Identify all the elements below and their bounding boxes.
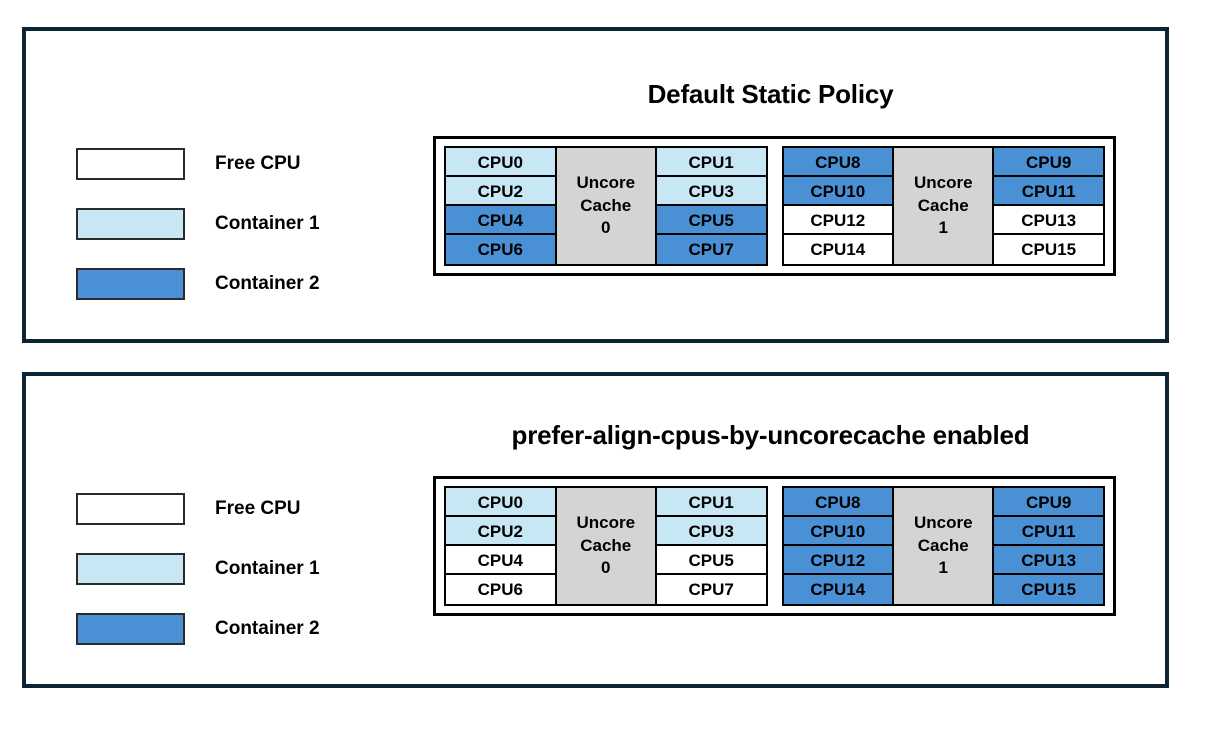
cpu-cell: CPU10 [783, 517, 893, 546]
uncore-cache-block: Uncore Cache 1 [892, 148, 995, 264]
legend-label-container-1: Container 1 [215, 213, 320, 234]
cpu-cell: CPU15 [994, 575, 1103, 604]
legend-swatch-container-1 [76, 208, 185, 240]
cpu-column-left: CPU0 CPU2 CPU4 CPU6 [446, 488, 555, 604]
legend-item-container-1: Container 1 [76, 539, 320, 599]
cpu-cell: CPU9 [994, 148, 1103, 177]
socket-uncore-cache-0: CPU0 CPU2 CPU4 CPU6 Uncore Cache 0 CPU1 … [444, 486, 768, 606]
panel-prefer-align-cpus-by-uncorecache: prefer-align-cpus-by-uncorecache enabled… [22, 372, 1169, 688]
legend-label-container-1: Container 1 [215, 558, 320, 579]
cpu-column-left: CPU8 CPU10 CPU12 CPU14 [783, 148, 893, 264]
cpu-cell: CPU12 [783, 546, 893, 575]
uncore-cache-index: 1 [938, 558, 948, 578]
cpu-cell: CPU15 [994, 235, 1103, 264]
legend-item-free-cpu: Free CPU [76, 134, 320, 194]
legend-item-free-cpu: Free CPU [76, 479, 320, 539]
legend-default-static-policy: Free CPU Container 1 Container 2 [76, 134, 320, 314]
cpu-cell: CPU11 [994, 517, 1103, 546]
uncore-cache-block: Uncore Cache 0 [554, 488, 657, 604]
uncore-cache-line: Cache [580, 535, 632, 555]
page-title: prefer-align-cpus-by-uncorecache enabled [511, 420, 1030, 450]
cpu-cell: CPU10 [783, 177, 893, 206]
cpu-cell: CPU1 [656, 148, 766, 177]
cpu-cell: CPU8 [783, 488, 893, 517]
cpu-cell: CPU7 [656, 575, 766, 604]
cpu-cell: CPU5 [656, 546, 766, 575]
cpu-cell: CPU1 [656, 488, 766, 517]
cpu-topology-diagram: CPU0 CPU2 CPU4 CPU6 Uncore Cache 0 CPU1 … [433, 136, 1116, 276]
cpu-cell: CPU8 [783, 148, 893, 177]
cpu-column-right: CPU1 CPU3 CPU5 CPU7 [656, 148, 766, 264]
cpu-cell: CPU14 [783, 575, 893, 604]
cpu-column-left: CPU0 CPU2 CPU4 CPU6 [446, 148, 555, 264]
cpu-topology-diagram: CPU0 CPU2 CPU4 CPU6 Uncore Cache 0 CPU1 … [433, 476, 1116, 616]
legend-swatch-free-cpu [76, 148, 185, 180]
legend-label-free-cpu: Free CPU [215, 153, 301, 174]
socket-uncore-cache-1: CPU8 CPU10 CPU12 CPU14 Uncore Cache 1 CP… [781, 146, 1105, 266]
legend-prefer-align-cpus-by-uncorecache: Free CPU Container 1 Container 2 [76, 479, 320, 659]
legend-item-container-2: Container 2 [76, 254, 320, 314]
legend-swatch-container-1 [76, 553, 185, 585]
cpu-cell: CPU0 [446, 148, 555, 177]
uncore-cache-block: Uncore Cache 1 [892, 488, 995, 604]
cpu-cell: CPU4 [446, 546, 555, 575]
cpu-column-right: CPU1 CPU3 CPU5 CPU7 [656, 488, 766, 604]
cpu-cell: CPU3 [656, 177, 766, 206]
panel-default-static-policy: Default Static Policy Free CPU Container… [22, 27, 1169, 343]
page-title: Default Static Policy [647, 79, 894, 109]
socket-list: CPU0 CPU2 CPU4 CPU6 Uncore Cache 0 CPU1 … [444, 486, 1105, 606]
uncore-cache-line: Cache [580, 195, 632, 215]
cpu-cell: CPU2 [446, 177, 555, 206]
uncore-cache-index: 1 [938, 218, 948, 238]
uncore-cache-block: Uncore Cache 0 [554, 148, 657, 264]
cpu-cell: CPU0 [446, 488, 555, 517]
cpu-cell: CPU5 [656, 206, 766, 235]
uncore-cache-line: Uncore [576, 173, 636, 193]
cpu-cell: CPU13 [994, 546, 1103, 575]
socket-list: CPU0 CPU2 CPU4 CPU6 Uncore Cache 0 CPU1 … [444, 146, 1105, 266]
socket-uncore-cache-1: CPU8 CPU10 CPU12 CPU14 Uncore Cache 1 CP… [781, 486, 1105, 606]
cpu-cell: CPU7 [656, 235, 766, 264]
socket-uncore-cache-0: CPU0 CPU2 CPU4 CPU6 Uncore Cache 0 CPU1 … [444, 146, 768, 266]
legend-swatch-container-2 [76, 613, 185, 645]
uncore-cache-index: 0 [601, 218, 611, 238]
cpu-cell: CPU14 [783, 235, 893, 264]
cpu-cell: CPU3 [656, 517, 766, 546]
cpu-column-right: CPU9 CPU11 CPU13 CPU15 [994, 148, 1103, 264]
cpu-cell: CPU11 [994, 177, 1103, 206]
uncore-cache-line: Cache [917, 535, 969, 555]
uncore-cache-line: Uncore [913, 173, 973, 193]
legend-item-container-2: Container 2 [76, 599, 320, 659]
cpu-cell: CPU6 [446, 575, 555, 604]
cpu-cell: CPU13 [994, 206, 1103, 235]
cpu-cell: CPU4 [446, 206, 555, 235]
legend-item-container-1: Container 1 [76, 194, 320, 254]
legend-label-container-2: Container 2 [215, 618, 320, 639]
uncore-cache-line: Uncore [913, 513, 973, 533]
legend-label-free-cpu: Free CPU [215, 498, 301, 519]
cpu-cell: CPU9 [994, 488, 1103, 517]
uncore-cache-index: 0 [601, 558, 611, 578]
cpu-column-left: CPU8 CPU10 CPU12 CPU14 [783, 488, 893, 604]
cpu-cell: CPU12 [783, 206, 893, 235]
uncore-cache-line: Cache [917, 195, 969, 215]
legend-swatch-container-2 [76, 268, 185, 300]
legend-label-container-2: Container 2 [215, 273, 320, 294]
cpu-column-right: CPU9 CPU11 CPU13 CPU15 [994, 488, 1103, 604]
cpu-cell: CPU2 [446, 517, 555, 546]
cpu-cell: CPU6 [446, 235, 555, 264]
uncore-cache-line: Uncore [576, 513, 636, 533]
legend-swatch-free-cpu [76, 493, 185, 525]
